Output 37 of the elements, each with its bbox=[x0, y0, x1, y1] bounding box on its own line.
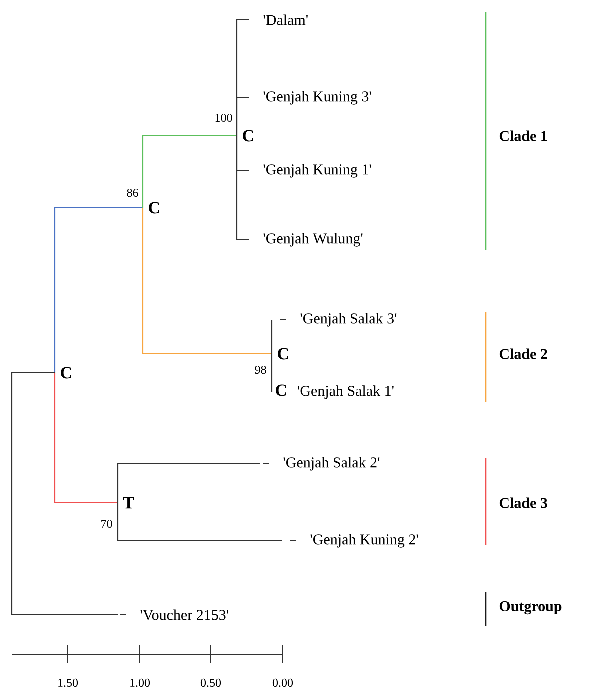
taxon-label: 'Genjah Kuning 1' bbox=[264, 164, 372, 178]
state-label: C bbox=[278, 348, 288, 360]
tree-branch bbox=[117, 463, 260, 503]
clade-label: Outgroup bbox=[500, 601, 562, 615]
bootstrap-value: 100 bbox=[216, 114, 232, 122]
clade-label: Clade 1 bbox=[500, 130, 548, 142]
bootstrap-value: 70 bbox=[102, 520, 112, 528]
bootstrap-value: 98 bbox=[255, 366, 266, 374]
taxon-label: 'Genjah Kuning 3' bbox=[264, 91, 372, 105]
tree-branch bbox=[54, 373, 118, 504]
taxon-label: 'Genjah Wulung' bbox=[264, 233, 363, 247]
tree-branch bbox=[236, 136, 244, 241]
tree-branch bbox=[142, 208, 272, 355]
tree-branch bbox=[271, 354, 273, 392]
tree-branch bbox=[117, 503, 282, 542]
clade-label: Clade 2 bbox=[500, 348, 548, 360]
tick-label: 0.00 bbox=[272, 678, 294, 688]
tick-label: 1.50 bbox=[58, 678, 78, 688]
state-label: C bbox=[149, 202, 160, 214]
tree-branch bbox=[11, 372, 118, 616]
tree-branch bbox=[236, 97, 244, 136]
bootstrap-value: 86 bbox=[127, 188, 138, 198]
state-label: C bbox=[61, 367, 72, 379]
tick-label: 1.00 bbox=[130, 678, 150, 688]
taxon-label: 'Dalam' bbox=[264, 14, 308, 26]
taxon-label: 'Genjah Kuning 2' bbox=[310, 534, 418, 548]
taxon-label: 'Genjah Salak 3' bbox=[300, 313, 397, 327]
state-label: C bbox=[243, 130, 254, 142]
tree-branch bbox=[142, 135, 237, 208]
tick-label: 0.50 bbox=[200, 678, 222, 688]
taxon-label: C 'Genjah Salak 1' bbox=[276, 384, 394, 400]
tree-branch bbox=[54, 207, 143, 373]
state-label: T bbox=[123, 497, 134, 509]
tree-branch bbox=[271, 320, 273, 354]
taxon-label: 'Voucher 2153' bbox=[140, 610, 228, 620]
clade-label: Clade 3 bbox=[500, 498, 548, 508]
taxon-label: 'Genjah Salak 2' bbox=[284, 457, 380, 471]
